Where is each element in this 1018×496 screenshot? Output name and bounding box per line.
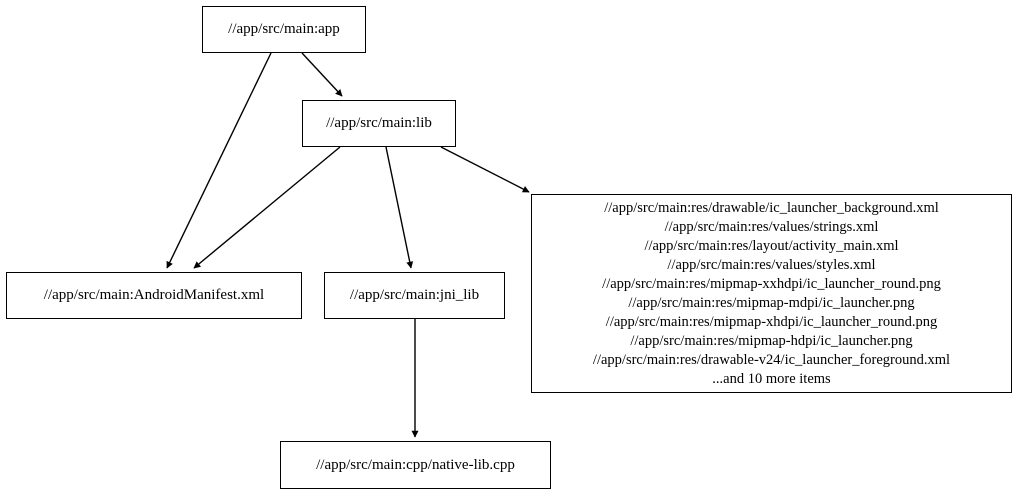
graph-node-android-manifest[interactable]: //app/src/main:AndroidManifest.xml [6, 272, 302, 319]
graph-node-lib-label: //app/src/main:lib [326, 115, 432, 132]
edge-app-to-lib [301, 52, 343, 97]
graph-node-app[interactable]: //app/src/main:app [202, 6, 366, 53]
graph-node-jni-lib-label: //app/src/main:jni_lib [349, 287, 480, 304]
edge-lib-to-resources [440, 146, 530, 193]
resource-line: //app/src/main:res/mipmap-xxhdpi/ic_laun… [602, 275, 941, 292]
graph-node-lib[interactable]: //app/src/main:lib [302, 100, 456, 147]
graph-node-android-manifest-label: //app/src/main:AndroidManifest.xml [43, 287, 265, 304]
resource-line: //app/src/main:res/values/strings.xml [664, 218, 879, 235]
graph-node-resources[interactable]: //app/src/main:res/drawable/ic_launcher_… [531, 194, 1012, 393]
edge-lib-to-jni-lib [385, 146, 414, 269]
resource-line: //app/src/main:res/mipmap-hdpi/ic_launch… [630, 332, 913, 349]
graph-node-jni-lib[interactable]: //app/src/main:jni_lib [324, 272, 505, 319]
resource-line: //app/src/main:res/layout/activity_main.… [644, 237, 899, 254]
resource-line: //app/src/main:res/values/styles.xml [667, 256, 876, 273]
resource-line: //app/src/main:res/drawable-v24/ic_launc… [592, 351, 951, 368]
graph-node-native-lib-cpp[interactable]: //app/src/main:cpp/native-lib.cpp [280, 441, 551, 489]
resource-line: //app/src/main:res/drawable/ic_launcher_… [604, 199, 939, 216]
edge-lib-to-manifest [193, 146, 341, 269]
resource-line: //app/src/main:res/mipmap-mdpi/ic_launch… [628, 294, 915, 311]
resource-line: //app/src/main:res/mipmap-xhdpi/ic_launc… [605, 313, 938, 330]
edge-app-to-manifest [166, 52, 272, 269]
graph-node-native-lib-cpp-label: //app/src/main:cpp/native-lib.cpp [316, 456, 515, 473]
graph-node-app-label: //app/src/main:app [228, 21, 340, 38]
resource-more-items-label: ...and 10 more items [712, 370, 831, 387]
